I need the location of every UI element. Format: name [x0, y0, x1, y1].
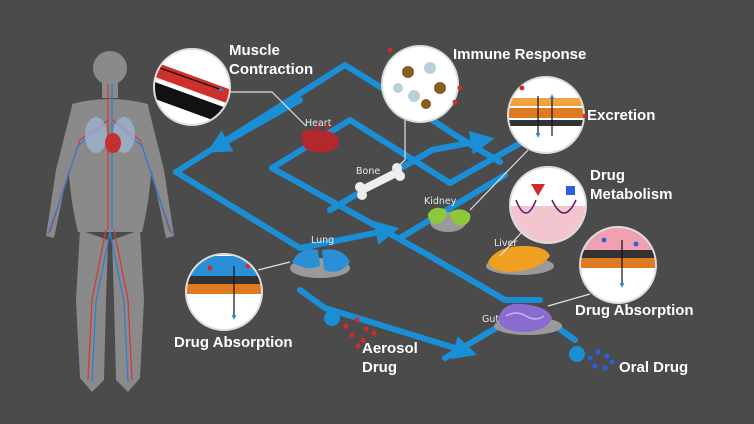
label-immune-response: Immune Response — [453, 46, 587, 63]
organ-label-liver: Liver — [494, 238, 518, 249]
muscle-contraction-zoom — [153, 48, 231, 126]
aerosol-particles — [343, 317, 377, 349]
organ-label-lung: Lung — [311, 235, 335, 246]
excretion-zoom — [507, 76, 585, 154]
liver-icon — [486, 246, 554, 275]
organ-label-gut: Gut — [482, 314, 500, 325]
callout-leaders — [226, 91, 591, 307]
organ-label-heart: Heart — [305, 118, 332, 129]
label-excretion: Excretion — [587, 107, 656, 124]
label-drug-absorption-lung: Drug Absorption — [174, 334, 293, 351]
drug-absorption-gut-zoom — [579, 226, 657, 304]
heart-icon — [301, 121, 339, 153]
label-oral-drug: Oral Drug — [619, 359, 689, 376]
oral-inlet-icon — [569, 346, 585, 362]
kidney-icon — [428, 207, 471, 232]
label-drug-metabolism-line2: Metabolism — [590, 186, 673, 203]
label-drug-metabolism: Drug — [590, 167, 625, 184]
human-body-figure — [46, 51, 174, 392]
label-muscle-contraction: Muscle — [229, 42, 280, 59]
drug-metabolism-zoom — [509, 166, 587, 244]
organ-label-bone: Bone — [356, 166, 381, 177]
drug-absorption-lung-zoom — [185, 253, 263, 331]
drug-particles-scatter — [387, 47, 588, 119]
gut-icon — [494, 303, 562, 335]
organ-label-kidney: Kidney — [424, 196, 457, 207]
label-drug-absorption-gut: Drug Absorption — [575, 302, 694, 319]
lung-icon — [290, 249, 350, 278]
immune-response-zoom — [381, 45, 459, 123]
label-aerosol-drug: Aerosol — [362, 340, 418, 357]
aerosol-inlet-icon — [324, 310, 340, 326]
oral-particles — [587, 349, 615, 371]
label-aerosol-drug-line2: Drug — [362, 359, 397, 376]
label-muscle-contraction-line2: Contraction — [229, 61, 314, 78]
